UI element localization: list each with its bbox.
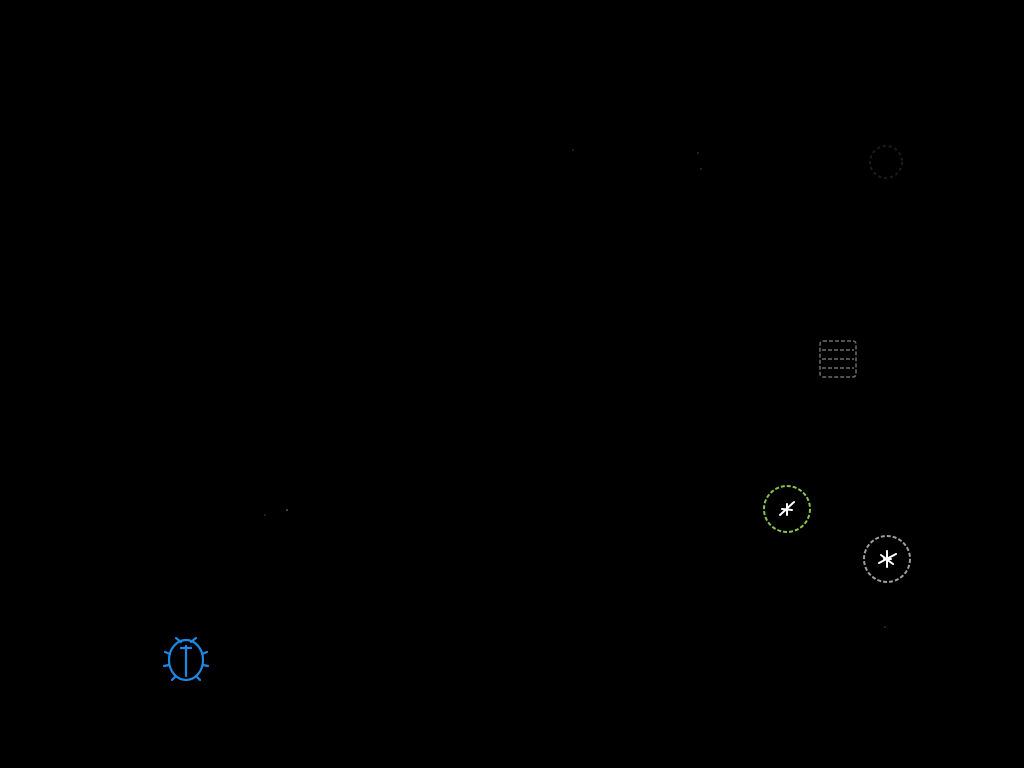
green-spark-orb-icon[interactable] [760, 482, 814, 536]
crate-icon[interactable] [816, 336, 860, 382]
debris-speck [264, 514, 266, 516]
debris-speck [884, 626, 886, 628]
beetle-icon[interactable] [160, 632, 212, 688]
dim-ring-icon [869, 145, 903, 179]
debris-speck [697, 152, 699, 154]
debris-speck [572, 149, 574, 151]
debris-speck [286, 509, 288, 511]
debris-speck [700, 168, 702, 170]
white-spark-orb-icon[interactable] [860, 532, 914, 586]
